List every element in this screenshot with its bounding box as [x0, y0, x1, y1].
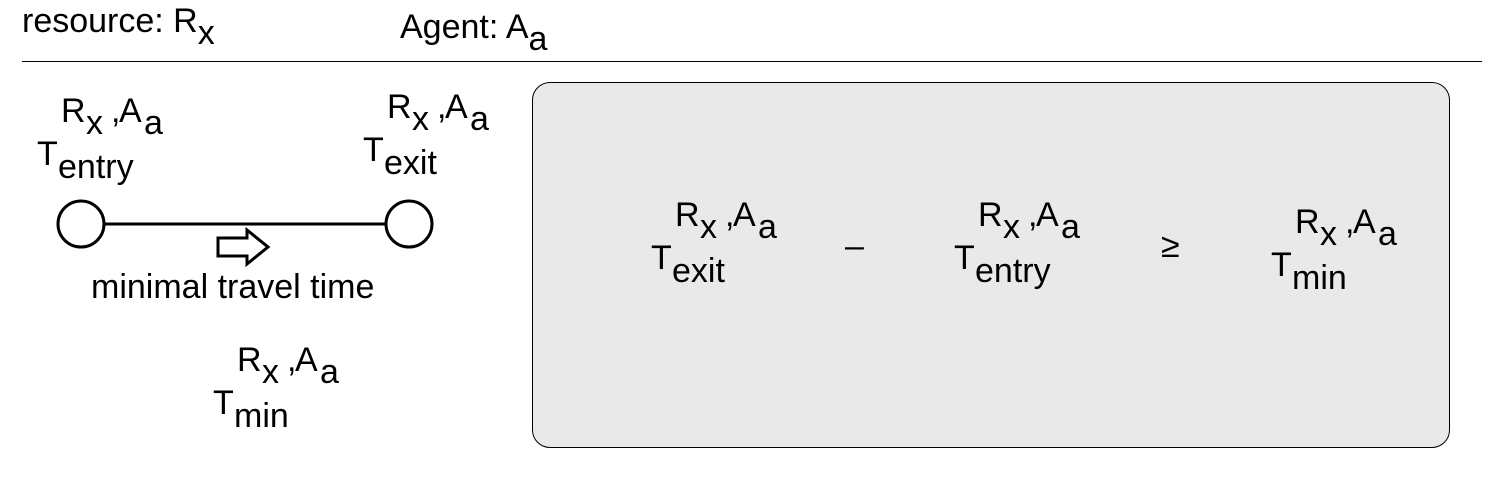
symbol-agent: A [295, 341, 318, 379]
geq-operator: ≥ [1161, 227, 1180, 265]
resource-header: resource: Rx [22, 2, 215, 50]
symbol-comma: , [1345, 203, 1355, 241]
symbol-base: T [651, 239, 672, 277]
symbol-base: T [363, 131, 384, 169]
symbol-base: T [213, 384, 234, 422]
symbol-agent-sub: a [320, 353, 339, 391]
symbol-subscript-entry: entry [58, 148, 134, 186]
symbol-resource: R [1295, 203, 1320, 241]
symbol-resource-sub: x [700, 208, 717, 246]
direction-arrow-icon [216, 226, 271, 268]
symbol-agent-sub: a [470, 100, 489, 138]
symbol-comma: , [111, 92, 121, 130]
agent-subscript: a [528, 20, 548, 58]
symbol-resource: R [387, 88, 412, 126]
symbol-comma: , [287, 341, 297, 379]
entry-node [56, 199, 106, 249]
symbol-resource: R [237, 341, 262, 379]
symbol-agent: A [119, 92, 142, 130]
minus-operator: – [845, 227, 864, 265]
header-divider [22, 61, 1482, 62]
symbol-subscript-min: min [234, 397, 289, 435]
constraint-box [532, 82, 1450, 448]
symbol-agent-sub: a [1378, 215, 1397, 253]
symbol-resource: R [978, 196, 1003, 234]
diagram-caption: minimal travel time [91, 268, 375, 306]
agent-header: Agent: Aa [400, 8, 547, 56]
symbol-subscript-exit: exit [672, 252, 725, 290]
symbol-base: T [954, 239, 975, 277]
symbol-agent-sub: a [1061, 208, 1080, 246]
symbol-resource-sub: x [1003, 208, 1020, 246]
symbol-agent: A [733, 196, 756, 234]
symbol-resource: R [675, 196, 700, 234]
symbol-resource: R [61, 92, 86, 130]
symbol-subscript-min: min [1292, 259, 1347, 297]
symbol-resource-sub: x [1320, 215, 1337, 253]
symbol-subscript-entry: entry [975, 252, 1051, 290]
resource-label: resource: R [22, 2, 198, 40]
symbol-agent: A [1036, 196, 1059, 234]
symbol-comma: , [1028, 196, 1038, 234]
symbol-agent: A [1353, 203, 1376, 241]
symbol-agent: A [445, 88, 468, 126]
symbol-subscript-exit: exit [384, 144, 437, 182]
symbol-agent-sub: a [758, 208, 777, 246]
symbol-resource-sub: x [412, 100, 429, 138]
symbol-resource-sub: x [262, 353, 279, 391]
exit-node [384, 199, 434, 249]
symbol-comma: , [437, 88, 447, 126]
symbol-agent-sub: a [144, 104, 163, 142]
resource-subscript: x [197, 14, 215, 52]
symbol-comma: , [725, 196, 735, 234]
symbol-resource-sub: x [86, 104, 103, 142]
symbol-base: T [1271, 246, 1292, 284]
agent-label: Agent: A [400, 8, 529, 46]
symbol-base: T [37, 135, 58, 173]
